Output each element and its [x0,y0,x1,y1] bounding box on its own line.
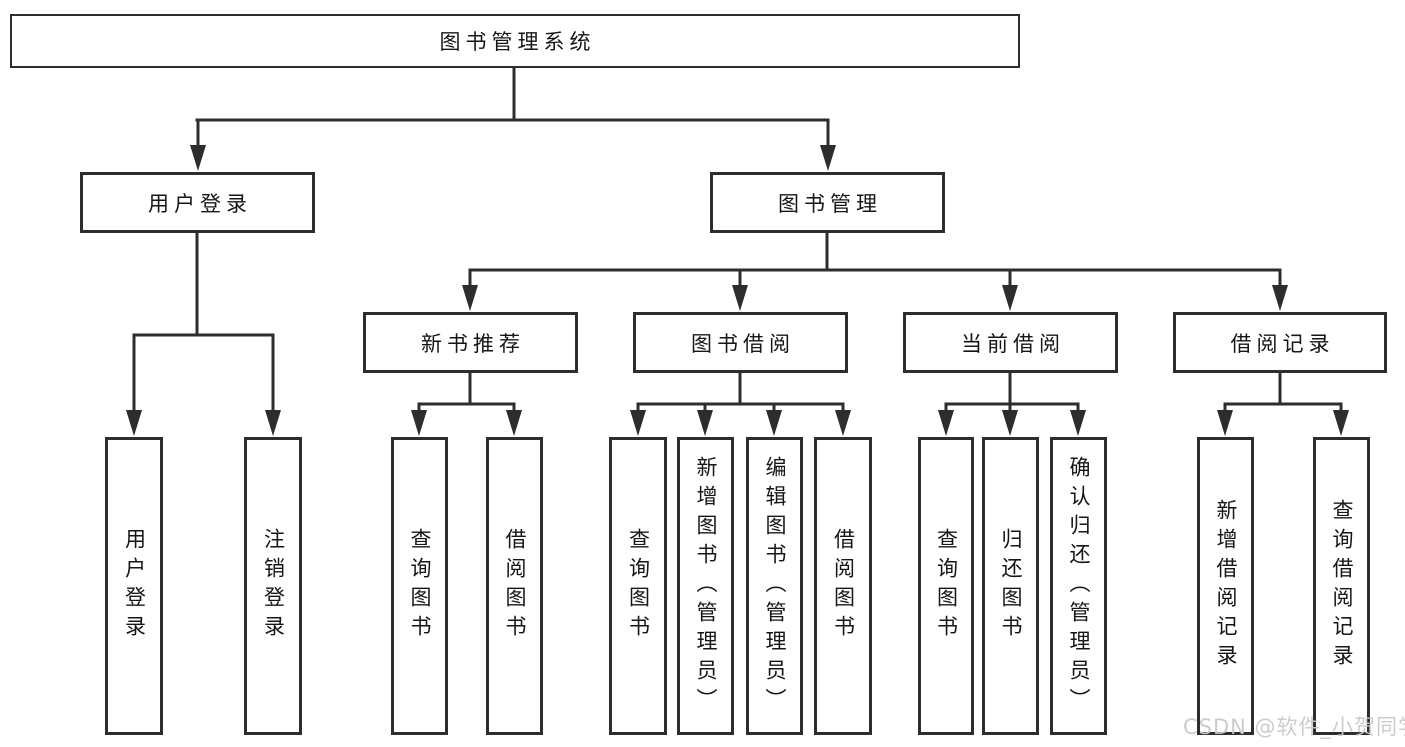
node-book-borrowing: 图书借阅 [633,312,848,373]
node-book-borrowing-label: 图书借阅 [691,331,795,356]
leaf-return-book: 归还图书 [982,437,1039,735]
node-borrowing-records-label: 借阅记录 [1230,331,1335,356]
node-root: 图书管理系统 [10,14,1020,68]
node-user-login: 用户登录 [80,172,315,233]
leaf-query-borrow-record: 查询借阅记录 [1313,437,1370,735]
leaf-query-books-borrowing: 查询图书 [609,437,667,735]
leaf-confirm-return-admin: 确认归还（管理员） [1050,437,1107,735]
leaf-add-borrow-record: 新增借阅记录 [1197,437,1254,735]
node-current-borrowing-label: 当前借阅 [961,331,1065,356]
leaf-query-books-current: 查询图书 [918,437,974,735]
arrow-down-icons [126,145,1349,436]
node-new-book-recommend: 新书推荐 [363,312,578,373]
node-user-login-label: 用户登录 [148,191,252,216]
leaf-query-books-recommend: 查询图书 [391,437,448,735]
leaf-user-login: 用户登录 [105,437,163,735]
leaf-logout: 注销登录 [244,437,302,735]
node-root-label: 图书管理系统 [439,30,596,54]
watermark: CSDN @软件_小贺同学 [1183,715,1405,739]
node-book-management-label: 图书管理 [778,191,882,216]
node-borrowing-records: 借阅记录 [1173,312,1387,373]
leaf-edit-book-admin: 编辑图书（管理员） [746,437,803,735]
node-new-book-recommend-label: 新书推荐 [421,331,525,356]
leaf-borrow-books-borrowing: 借阅图书 [814,437,872,735]
leaf-borrow-books-recommend: 借阅图书 [486,437,543,735]
node-book-management: 图书管理 [710,172,945,233]
node-current-borrowing: 当前借阅 [903,312,1118,373]
leaf-add-book-admin: 新增图书（管理员） [677,437,734,735]
